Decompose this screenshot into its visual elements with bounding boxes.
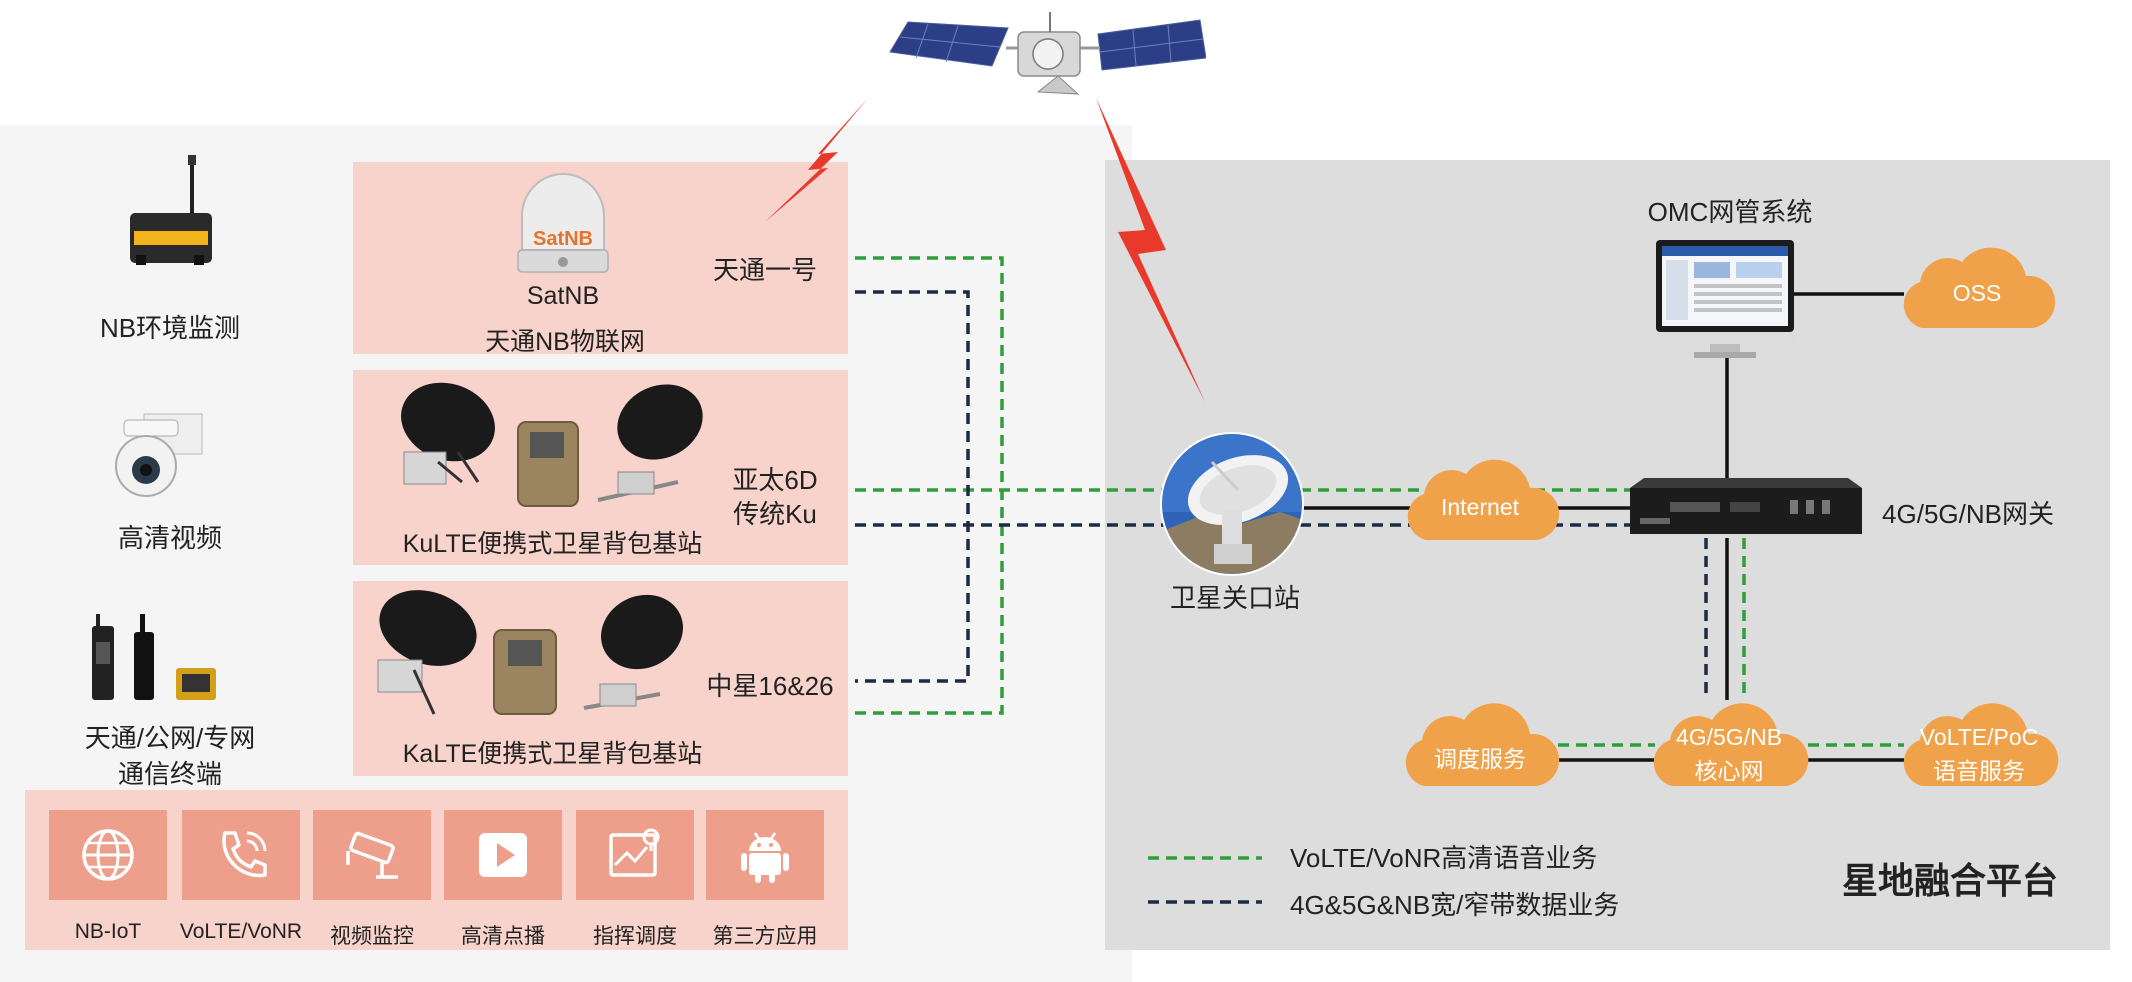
- app-tile-volte[interactable]: [182, 810, 300, 900]
- satellite-label-traditional-ku: 传统Ku: [733, 499, 817, 529]
- app-tile-third-party[interactable]: [706, 810, 824, 900]
- satnb-name-label: SatNB: [526, 282, 600, 310]
- cloud-icon: [1653, 703, 1809, 786]
- satnb-dome-logo: SatNB: [532, 228, 593, 250]
- dispatch-service-label: 调度服务: [1434, 746, 1526, 772]
- terminal-label-nb-monitor: NB环境监测: [99, 313, 241, 343]
- command-dispatch-icon: [609, 828, 660, 877]
- cloud-icon: [1903, 703, 2059, 786]
- core-network-label-line1: 4G/5G/NB: [1675, 724, 1783, 750]
- app-label-volte: VoLTE/VoNR: [179, 920, 303, 943]
- cctv-camera-icon: [346, 831, 398, 879]
- android-icon: [741, 832, 789, 883]
- terminal-label-line2: 通信终端: [117, 759, 222, 789]
- satellite-label-chinasat: 中星16&26: [706, 671, 834, 701]
- internet-label: Internet: [1441, 494, 1519, 520]
- gateway-label: 4G/5G/NB网关: [1882, 499, 2054, 529]
- internet-cloud: Internet: [1400, 448, 1560, 544]
- app-tile-video-surveillance[interactable]: [313, 810, 431, 900]
- play-icon: [479, 833, 527, 877]
- dispatch-service-cloud: 调度服务: [1398, 694, 1562, 790]
- satellite-label-apstar-6d: 亚太6D: [732, 465, 818, 495]
- gateway-station-label: 卫星关口站: [1169, 583, 1300, 613]
- phone-icon: [222, 831, 267, 878]
- ku-station-name: KuLTE便携式卫星背包基站: [402, 530, 703, 558]
- nb-sensor-device-icon: [130, 155, 212, 265]
- legend-navy-label: 4G&5G&NB宽/窄带数据业务: [1290, 890, 1620, 920]
- voice-service-label-line1: VoLTE/PoC: [1919, 724, 2039, 750]
- voice-service-cloud: VoLTE/PoC 语音服务: [1896, 694, 2062, 790]
- legend-green-label: VoLTE/VoNR高清语音业务: [1290, 843, 1598, 873]
- app-tile-hd-vod[interactable]: [444, 810, 562, 900]
- lightning-bolt-left: [765, 98, 868, 222]
- omc-label: OMC网管系统: [1647, 197, 1813, 227]
- app-label-video-surveillance: 视频监控: [330, 925, 414, 948]
- terminal-label-line1: 天通/公网/专网: [84, 723, 256, 753]
- oss-label: OSS: [1952, 280, 2002, 306]
- oss-cloud: OSS: [1896, 236, 2058, 332]
- app-label-nb-iot: NB-IoT: [74, 920, 142, 943]
- satellite-label-tiantong: 天通一号: [712, 255, 817, 285]
- core-network-label-line2: 核心网: [1694, 758, 1764, 784]
- core-network-cloud: 4G/5G/NB 核心网: [1646, 694, 1812, 790]
- terminal-label-hd-video: 高清视频: [117, 523, 222, 553]
- app-label-command-dispatch: 指挥调度: [593, 925, 677, 948]
- navy-data-route-satnb: [855, 290, 970, 683]
- satnb-subtitle-label: 天通NB物联网: [485, 328, 645, 356]
- satellite-gateway-dish-icon: [1160, 432, 1304, 576]
- app-tile-command-dispatch[interactable]: [576, 810, 694, 900]
- cctv-dome-camera-icon: [115, 413, 203, 497]
- handheld-terminals-icon: [92, 614, 216, 700]
- ku-backpack-equipment-icon: [401, 382, 703, 507]
- satellite-icon: [889, 12, 1206, 95]
- app-label-third-party: 第三方应用: [712, 925, 818, 948]
- app-tile-nb-iot[interactable]: [49, 810, 167, 900]
- cloud-icon: [1903, 247, 2056, 328]
- platform-title: 星地融合平台: [1841, 860, 2058, 901]
- globe-icon: [82, 829, 134, 881]
- voice-service-label-line2: 语音服务: [1933, 758, 2025, 784]
- satnb-dome-terminal-icon: [517, 173, 609, 273]
- omc-monitor-icon: [1656, 240, 1794, 358]
- lightning-bolt-right: [1096, 98, 1205, 402]
- cloud-icon: [1407, 459, 1560, 540]
- network-gateway-server-icon: [1630, 478, 1862, 534]
- cloud-icon: [1405, 703, 1560, 786]
- green-voice-route-satnb: [855, 256, 1004, 715]
- app-label-hd-vod: 高清点播: [461, 925, 545, 948]
- ka-backpack-equipment-icon: [377, 590, 683, 715]
- ka-station-name: KaLTE便携式卫星背包基站: [402, 740, 703, 768]
